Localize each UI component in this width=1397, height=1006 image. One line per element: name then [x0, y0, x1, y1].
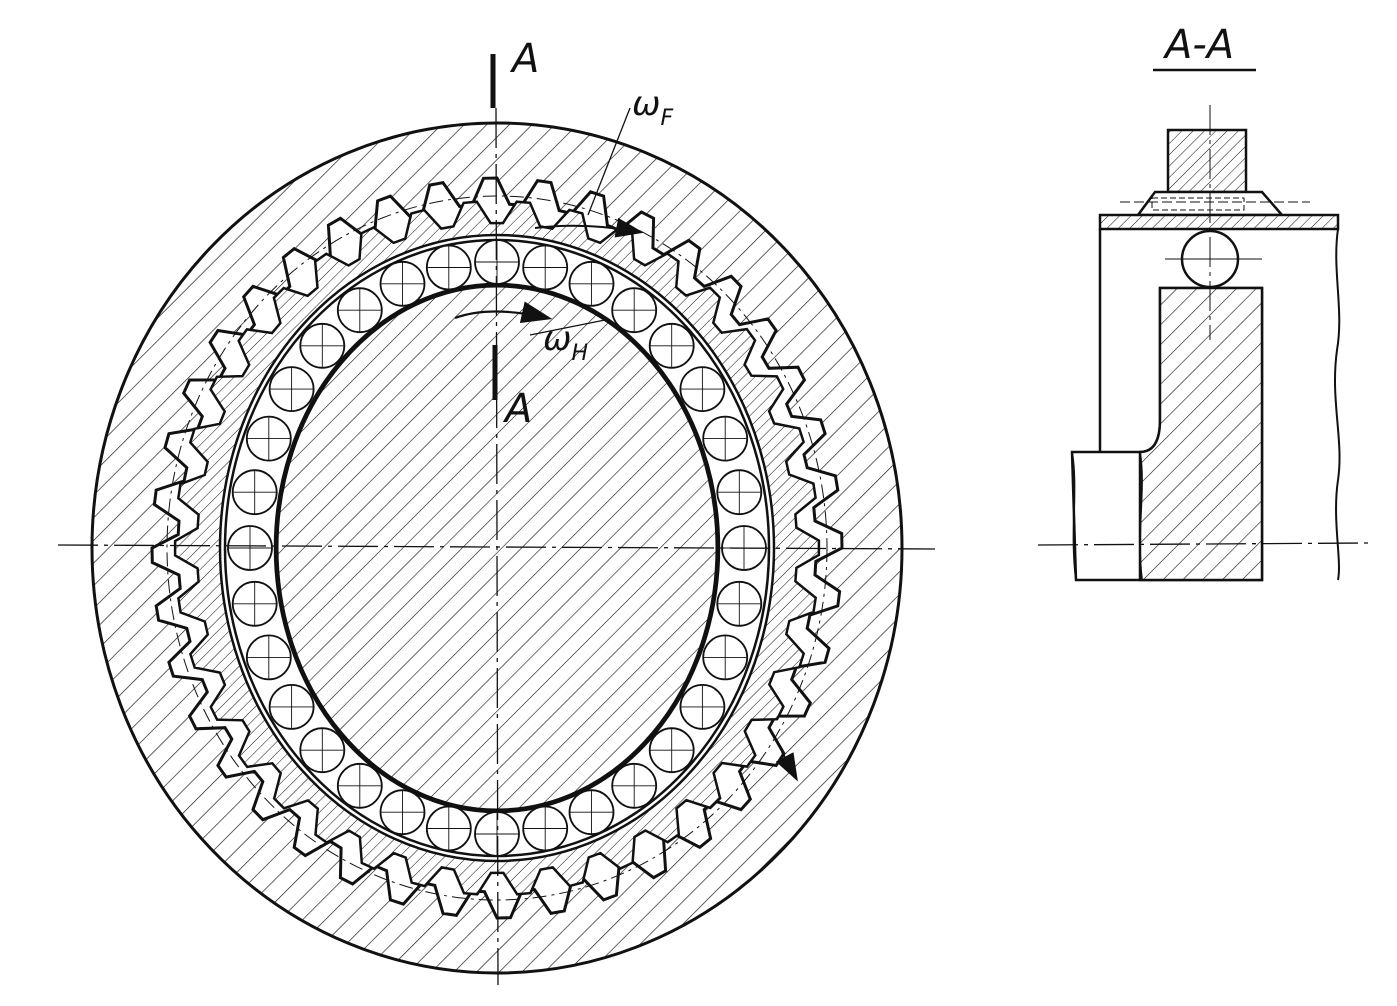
flexspline-wall-section	[1098, 213, 1340, 231]
main-view: A A ωF ωH	[57, 36, 936, 986]
pitch-line	[166, 195, 828, 901]
flexspline	[173, 200, 821, 896]
omega-f-leader	[587, 107, 631, 216]
omega-h-label: ωH	[543, 319, 588, 366]
section-a-a-view: A-A	[1037, 22, 1371, 582]
section-label-top: A	[509, 36, 539, 82]
bearing-rollers	[227, 239, 767, 857]
break-line-right	[1334, 228, 1341, 581]
rotation-arrow-lower	[775, 751, 798, 782]
section-label-bottom: A	[502, 386, 532, 432]
omega-f-label: ωF	[632, 84, 673, 131]
omega-h-arrow	[454, 301, 553, 323]
cam-section	[1138, 286, 1264, 582]
omega-f-arrow	[534, 217, 644, 238]
rigid-gear-section	[1166, 128, 1248, 194]
omega-h-leader	[529, 319, 606, 336]
vertical-centerline	[495, 107, 499, 986]
section-title: A-A	[1162, 22, 1234, 68]
break-line-left	[1071, 451, 1077, 581]
